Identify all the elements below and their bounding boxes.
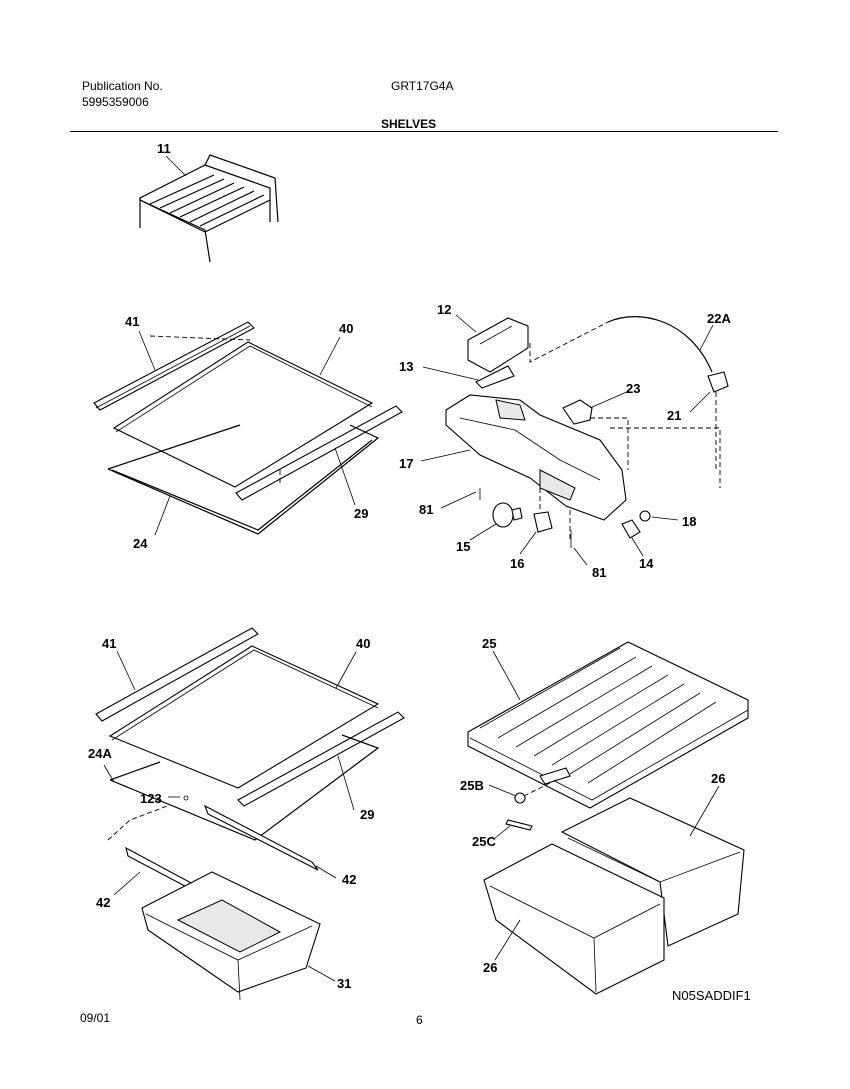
- callout-18: 18: [682, 514, 696, 529]
- callout-26-right: 26: [711, 771, 725, 786]
- crisper-cover-drawers-assembly: [467, 641, 749, 995]
- control-housing-assembly: [420, 314, 729, 566]
- callout-25: 25: [482, 636, 496, 651]
- callout-16: 16: [510, 556, 524, 571]
- callout-26-left: 26: [483, 960, 497, 975]
- callout-41-lower: 41: [102, 636, 116, 651]
- callout-29-upper: 29: [354, 506, 368, 521]
- callout-24: 24: [133, 536, 148, 551]
- callout-24a: 24A: [88, 746, 112, 761]
- header-rule: [70, 131, 778, 132]
- upper-shelf-assembly: [93, 321, 403, 536]
- lower-shelf-crisper-assembly: [95, 627, 405, 1001]
- callout-21: 21: [667, 408, 681, 423]
- callout-29-lower: 29: [360, 807, 374, 822]
- footer-date: 09/01: [80, 1011, 111, 1025]
- callout-81-right: 81: [592, 565, 606, 580]
- callout-13: 13: [399, 359, 413, 374]
- callout-25b: 25B: [460, 778, 484, 793]
- callout-40-upper: 40: [339, 321, 353, 336]
- callout-81-left: 81: [419, 502, 433, 517]
- callout-22a: 22A: [707, 311, 731, 326]
- callout-12: 12: [437, 302, 451, 317]
- page-number: 6: [416, 1013, 423, 1027]
- callout-42-right: 42: [342, 872, 356, 887]
- publication-label: Publication No.: [82, 79, 163, 93]
- section-title: SHELVES: [381, 117, 437, 131]
- callout-40-lower: 40: [356, 636, 370, 651]
- callout-123: 123: [140, 791, 162, 806]
- callout-14: 14: [639, 556, 654, 571]
- callout-42-left: 42: [96, 895, 110, 910]
- callout-41-upper: 41: [125, 314, 139, 329]
- drawing-code: N05SADDIF1: [672, 988, 751, 1003]
- callout-31: 31: [337, 976, 351, 991]
- callout-25c: 25C: [472, 834, 496, 849]
- wire-rack-part-11: [139, 154, 279, 263]
- callout-15: 15: [456, 539, 470, 554]
- publication-number: 5995359006: [82, 95, 149, 109]
- callout-23: 23: [626, 381, 640, 396]
- model-number: GRT17G4A: [391, 79, 454, 93]
- callout-17: 17: [399, 456, 413, 471]
- callout-11: 11: [157, 141, 171, 156]
